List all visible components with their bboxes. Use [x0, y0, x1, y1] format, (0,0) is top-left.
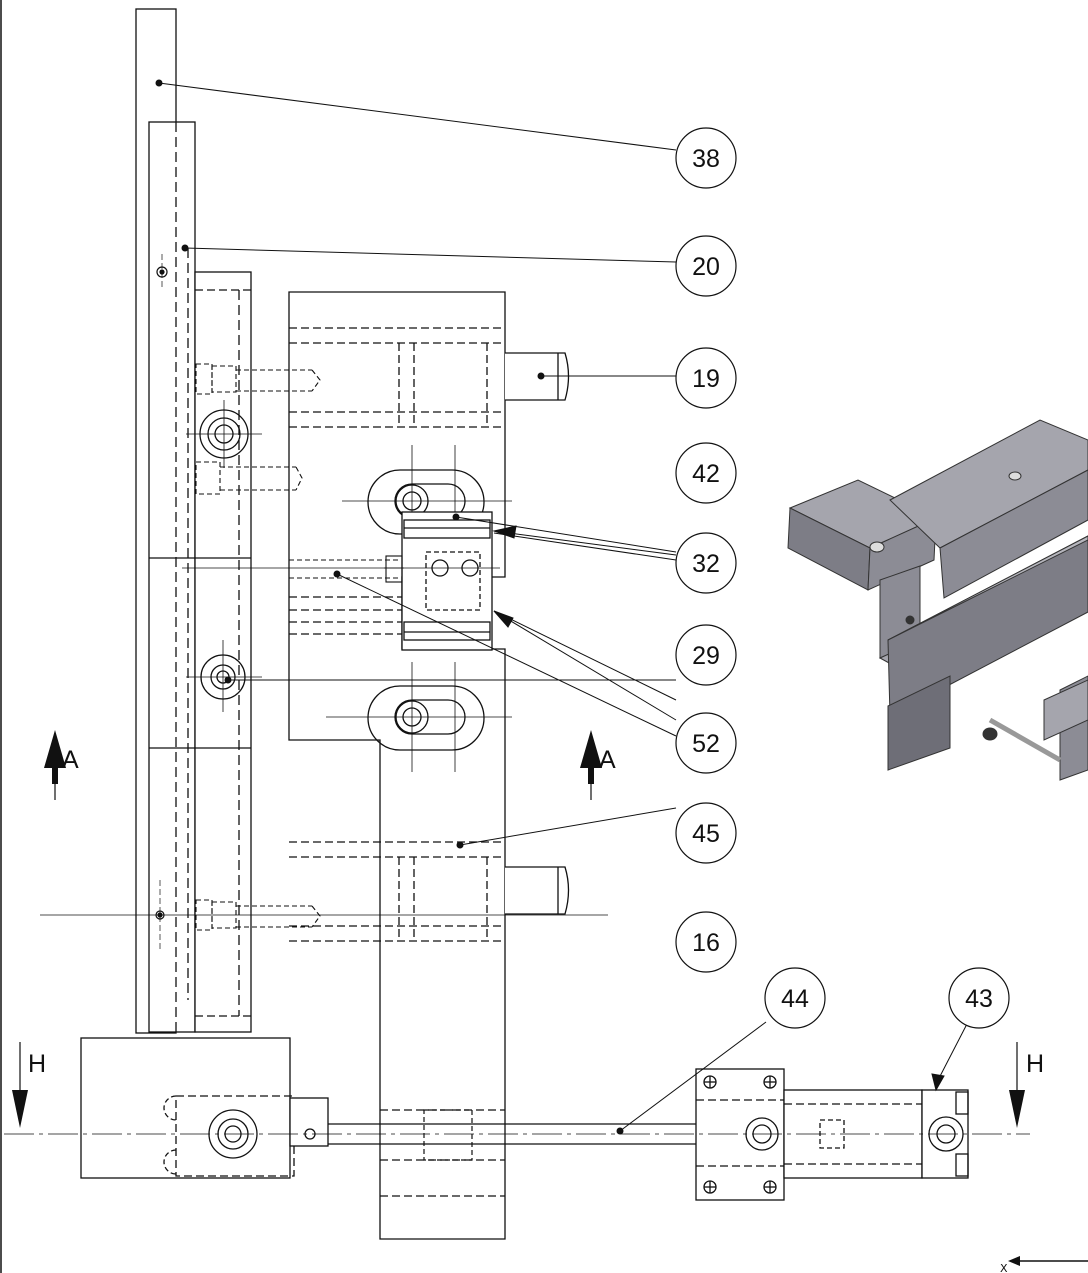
balloon-16: 16: [675, 911, 737, 973]
part-19-pin-lower: [505, 866, 570, 915]
section-a-right: [580, 730, 602, 800]
screw-upper: [195, 363, 321, 395]
section-a-left: [44, 730, 66, 800]
svg-text:32: 32: [692, 550, 720, 578]
lower-clamp-block: [80, 1037, 329, 1179]
part-52-shaft: [289, 555, 403, 583]
svg-text:29: 29: [692, 642, 720, 670]
balloon-32: 32: [675, 532, 737, 594]
section-h-right: [1009, 1042, 1025, 1128]
counterbore-upper: [186, 400, 262, 468]
bearing-block: [695, 1068, 785, 1201]
svg-text:44: 44: [781, 985, 809, 1013]
svg-text:42: 42: [692, 460, 720, 488]
svg-text:19: 19: [692, 365, 720, 393]
part-45-counterbore: [186, 640, 262, 712]
part-16-plate: [288, 291, 506, 1240]
section-a-right-label: A: [599, 746, 616, 774]
svg-text:52: 52: [692, 730, 720, 758]
section-h-left-label: H: [28, 1050, 46, 1078]
rail-hole-upper: [156, 254, 168, 290]
part-44-rod: [328, 1109, 700, 1161]
balloon-43: 43: [948, 967, 1010, 1029]
balloon-20: 20: [675, 235, 737, 297]
balloon-19: 19: [675, 347, 737, 409]
section-a-left-label: A: [62, 746, 79, 774]
screw-middle: [195, 461, 303, 495]
axis-label: X: [1000, 1262, 1008, 1273]
axis-triad: X: [1000, 1256, 1088, 1273]
leader-lines: [155, 79, 969, 1135]
balloon-42: 42: [675, 442, 737, 504]
balloon-45: 45: [675, 802, 737, 864]
svg-text:43: 43: [965, 985, 993, 1013]
balloon-38: 38: [675, 127, 737, 189]
svg-text:20: 20: [692, 253, 720, 281]
part-20-rail: [148, 121, 196, 1033]
centerlines: [4, 567, 1030, 1135]
section-h-right-label: H: [1026, 1050, 1044, 1078]
section-h-left: [12, 1042, 28, 1128]
isometric-model-view: [787, 419, 1088, 781]
svg-text:38: 38: [692, 145, 720, 173]
balloon-52: 52: [675, 712, 737, 774]
balloon-44: 44: [764, 967, 826, 1029]
balloon-29: 29: [675, 624, 737, 686]
svg-text:45: 45: [692, 820, 720, 848]
part-42-housing: [384, 511, 500, 651]
svg-text:16: 16: [692, 929, 720, 957]
